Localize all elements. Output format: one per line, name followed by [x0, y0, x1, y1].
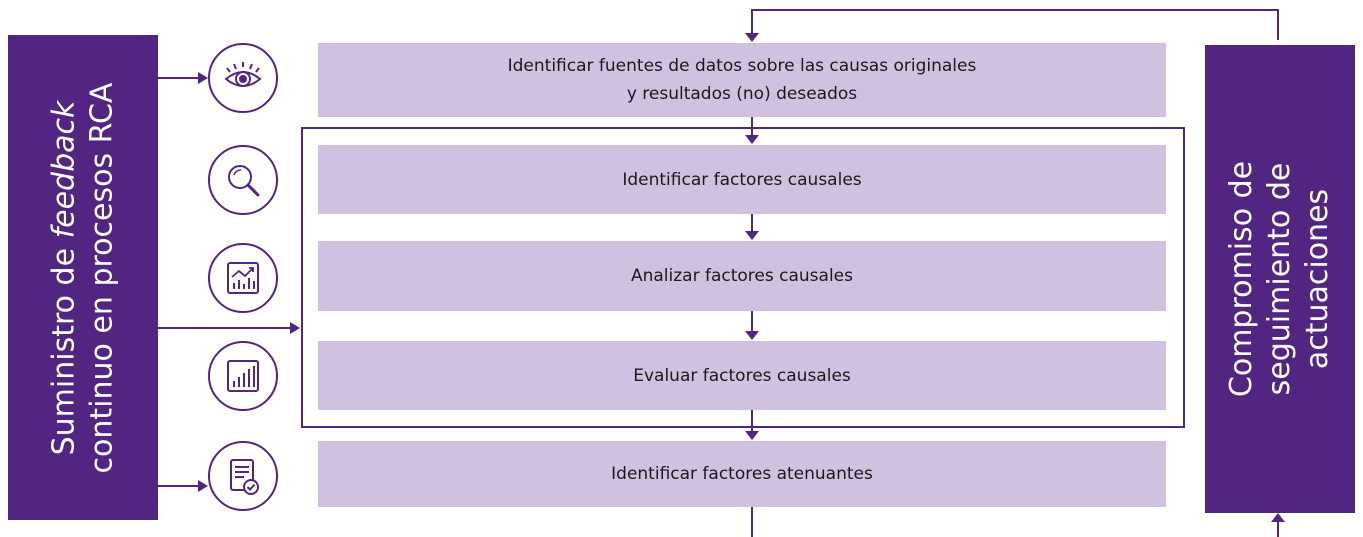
feedback-loop-line: [751, 9, 1279, 40]
step-4-label: Evaluar factores causales: [633, 365, 851, 386]
eye-icon: [208, 43, 278, 113]
step-evaluate-causal-factors: Evaluar factores causales: [318, 341, 1166, 410]
step-1-line-1: Identificar fuentes de datos sobre las c…: [507, 56, 977, 76]
step-1-line-2: y resultados (no) deseados: [626, 84, 858, 104]
step-identify-mitigating-factors: Identificar factores atenuantes: [318, 441, 1166, 507]
right-bar-line-1: Compromiso de: [1224, 160, 1259, 398]
left-bar-label: Suministro de feedback continuo en proce…: [45, 82, 121, 473]
trend-chart-icon: [208, 243, 278, 313]
left-bar-line-1: Suministro de feedback: [46, 100, 82, 455]
step-2-label: Identificar factores causales: [622, 169, 862, 190]
step-identify-data-sources: Identificar fuentes de datos sobre las c…: [318, 43, 1166, 117]
magnifier-icon: [208, 145, 278, 215]
bar-chart-icon: [208, 341, 278, 411]
right-bar-line-2: seguimiento de: [1262, 162, 1297, 396]
step-5-label: Identificar factores atenuantes: [611, 464, 873, 484]
right-side-bar: Compromiso de seguimiento de actuaciones: [1205, 45, 1355, 513]
analysis-group-frame: [301, 127, 1185, 428]
step-identify-causal-factors: Identificar factores causales: [318, 145, 1166, 214]
step-analyze-causal-factors: Analizar factores causales: [318, 241, 1166, 311]
feedback-loop-arrowhead: [745, 33, 759, 42]
left-side-bar: Suministro de feedback continuo en proce…: [8, 35, 158, 520]
left-bar-line-2: continuo en procesos RCA: [84, 82, 120, 473]
document-check-icon: [208, 441, 278, 511]
step-3-label: Analizar factores causales: [630, 266, 853, 286]
right-bar-label: Compromiso de seguimiento de actuaciones: [1223, 161, 1337, 397]
right-bar-line-3: actuaciones: [1300, 188, 1335, 370]
